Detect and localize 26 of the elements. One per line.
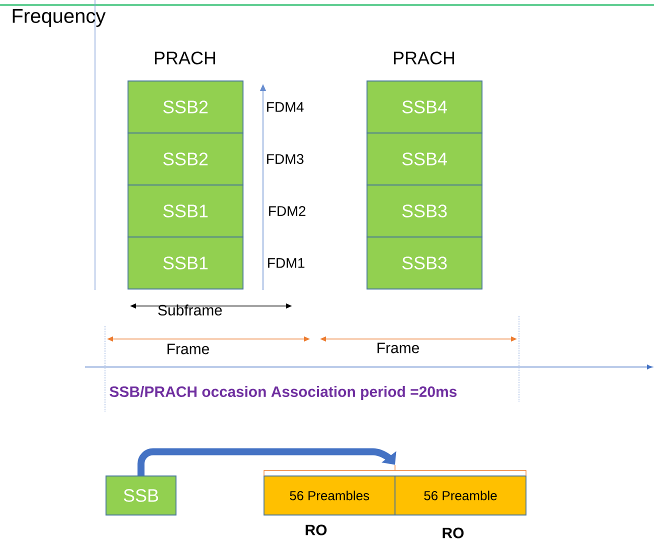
ssb-block: SSB4 bbox=[366, 80, 482, 134]
fdm-label: FDM2 bbox=[269, 206, 306, 216]
ssb-block: SSB2 bbox=[128, 132, 244, 186]
fdm-label: FDM1 bbox=[268, 258, 304, 268]
fdm-label: FDM3 bbox=[267, 154, 304, 164]
dimension-label: Frame bbox=[168, 344, 209, 354]
ssb-block: SSB3 bbox=[366, 236, 482, 290]
ssb-block: SSB1 bbox=[128, 236, 244, 290]
ssb-block: SSB1 bbox=[128, 184, 244, 238]
arrow bbox=[138, 448, 396, 476]
dimension-label: Frame bbox=[378, 342, 419, 354]
dimension-label: Subframe bbox=[158, 304, 222, 316]
ssb-block: SSB2 bbox=[128, 80, 244, 134]
preamble-block: 56 Preambles bbox=[264, 476, 396, 516]
axis-label: Frequency bbox=[12, 9, 106, 27]
ssb-block: SSB bbox=[106, 476, 176, 516]
column-heading: PRACH bbox=[394, 52, 454, 64]
fdm-label: FDM4 bbox=[267, 102, 304, 112]
ssb-block: SSB3 bbox=[366, 184, 482, 238]
block-caption: RO bbox=[442, 528, 464, 538]
period-label: SSB/PRACH occasion Association period =20ms bbox=[110, 386, 457, 400]
preamble-block: 56 Preamble bbox=[394, 476, 526, 516]
column-heading: PRACH bbox=[154, 52, 216, 64]
bracket bbox=[264, 464, 526, 476]
ssb-block: SSB4 bbox=[366, 132, 482, 186]
block-caption: RO bbox=[306, 524, 327, 536]
